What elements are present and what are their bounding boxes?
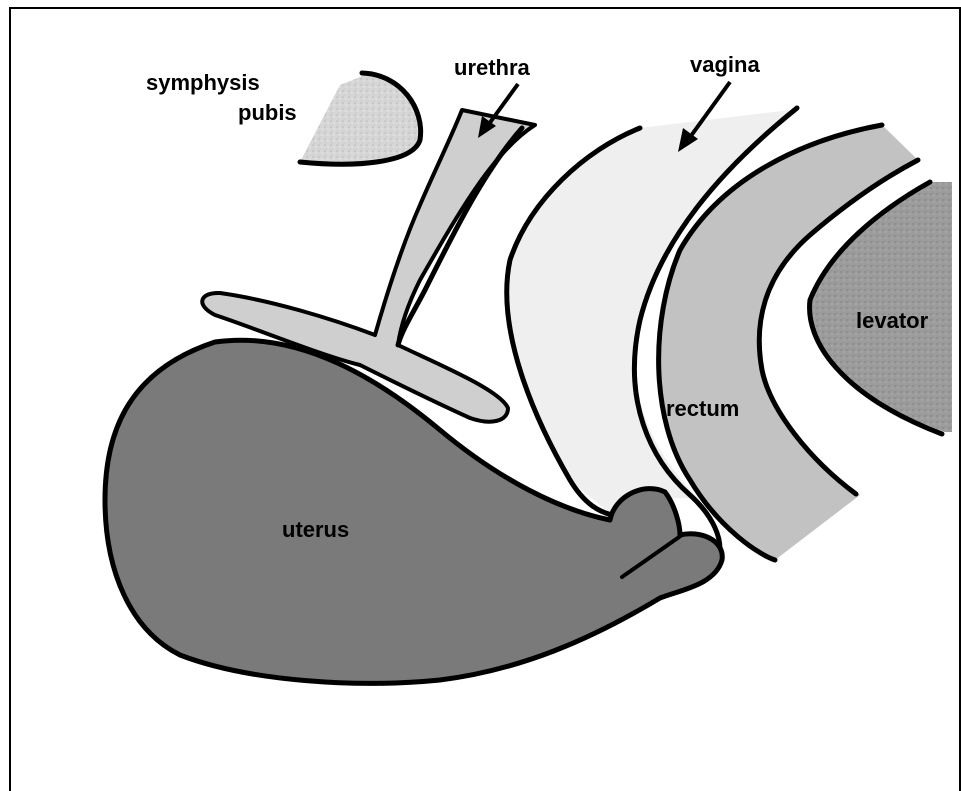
uterus-label: uterus [282,517,349,542]
vagina-label: vagina [690,52,760,77]
rectum-label: rectum [666,396,739,421]
pubis-label: pubis [238,100,297,125]
urethra-label: urethra [454,55,531,80]
levator-label: levator [856,308,929,333]
symphysis-label: symphysis [146,70,260,95]
